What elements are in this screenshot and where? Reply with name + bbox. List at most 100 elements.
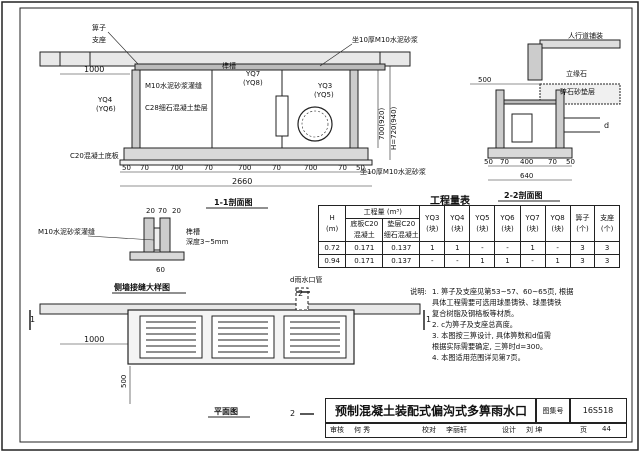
plan-dim-500: 500 xyxy=(120,375,128,388)
qty-col-yq8-text: YQ8 xyxy=(550,213,565,222)
qty-col-yq4-text: YQ4 xyxy=(450,213,465,222)
quantity-table: H(m) 工程量 (m³) YQ3(块) YQ4(块) YQ5(块) YQ6(块… xyxy=(317,205,620,268)
qty-cell: - xyxy=(444,254,471,268)
yq7-label: YQ7 xyxy=(245,70,260,78)
plan-pipe: d雨水口管 xyxy=(290,275,322,284)
detail-tenon: 榫槽 xyxy=(186,227,200,236)
yq4-label: YQ4 xyxy=(97,96,113,104)
notes-head: 说明: xyxy=(410,287,427,296)
qty-col-yq3-text: YQ3 xyxy=(425,213,440,222)
qty-unit: (块) xyxy=(501,224,514,233)
s22-d4: 50 xyxy=(566,158,575,166)
section-1-1: 1000 箅子 支座 坐10厚M10水泥砂浆 YQ7 (YQ8) YQ3 (YQ… xyxy=(39,23,426,209)
s11-total: 2660 xyxy=(232,177,252,186)
detail-depth: 深度3~5mm xyxy=(186,237,229,246)
page-label: 页 xyxy=(580,426,587,434)
review-label: 审核 xyxy=(330,426,344,434)
s22-dim-500: 500 xyxy=(478,76,491,84)
qty-unit: (块) xyxy=(426,224,439,233)
support-label: 支座 xyxy=(92,35,106,44)
qty-head-h-text: H xyxy=(329,213,335,222)
qty-head-h: H(m) xyxy=(317,205,347,242)
design-name: 刘 坤 xyxy=(526,426,543,434)
qty-unit: (块) xyxy=(476,224,489,233)
plan-mark1-right: 1 xyxy=(426,315,431,324)
s22-d: d xyxy=(604,121,609,130)
detail-d60: 60 xyxy=(156,266,165,274)
qty-cell: 3 xyxy=(569,241,596,255)
qty-unit: (块) xyxy=(551,224,564,233)
s11-d8: 50 xyxy=(356,164,365,172)
plan-mark2-bottom: 2 xyxy=(290,409,295,418)
qty-cell: 0.72 xyxy=(317,241,347,255)
s22-total: 640 xyxy=(520,172,533,180)
notes: 说明: 1. 箅子及支座见第53~57、60~65页, 根据 具体工程需要可选用… xyxy=(410,286,628,363)
s11-dim-1000: 1000 xyxy=(84,65,104,74)
s22-d1: 70 xyxy=(500,158,509,166)
qty-cell: 3 xyxy=(594,241,620,255)
qty-col-yq5-text: YQ5 xyxy=(475,213,490,222)
qty-cell: - xyxy=(519,254,546,268)
s11-d2: 700 xyxy=(170,164,183,172)
qty-head-base2: 混凝土 xyxy=(353,231,375,239)
detail-title: 侧墙接缝大样图 xyxy=(114,282,170,292)
s11-d3: 70 xyxy=(204,164,213,172)
qty-cell: 1 xyxy=(419,241,446,255)
grate-1 xyxy=(139,315,203,359)
table-row: 0.94 0.171 0.137 - - 1 1 - 1 3 3 xyxy=(317,254,620,268)
check-name: 李丽轩 xyxy=(446,426,467,434)
qty-col-support-text: 支座 xyxy=(600,213,615,222)
plan-mark1-left: 1 xyxy=(30,315,35,324)
s11-title: 1-1剖面图 xyxy=(214,197,252,207)
qty-cell: 0.137 xyxy=(382,254,421,268)
note-line: 2. c为箅子及支座总高度。 xyxy=(432,320,517,329)
plan-dim-1000: 1000 xyxy=(84,335,104,344)
mortar-top-label: 坐10厚M10水泥砂浆 xyxy=(352,35,418,44)
yq3-label: YQ3 xyxy=(317,82,332,90)
qty-cell: 0.94 xyxy=(317,254,347,268)
drawing-title: 预制混凝土装配式偏沟式多箅雨水口 xyxy=(325,398,537,424)
qty-cell: - xyxy=(469,241,496,255)
curb-label: 立缘石 xyxy=(566,69,587,78)
qty-col-support: 支座(个) xyxy=(594,205,620,242)
qty-cell: 1 xyxy=(519,241,546,255)
qty-unit: (块) xyxy=(451,224,464,233)
s11-d0: 50 xyxy=(122,164,131,172)
grate-3 xyxy=(283,315,347,359)
qty-col-yq8: YQ8 (块) xyxy=(544,205,571,242)
qty-cell: 0.171 xyxy=(345,254,384,268)
note-line: 根据实际需要确定, 三箅时d=300。 xyxy=(432,342,548,351)
detail-d20b: 20 xyxy=(172,207,181,215)
qty-head-pad2: 细石混凝土 xyxy=(383,231,419,239)
qty-col-yq5: YQ5 (块) xyxy=(469,205,496,242)
detail-d70: 70 xyxy=(158,207,167,215)
qty-cell: - xyxy=(419,254,446,268)
detail-mortar: M10水泥砂浆灌缝 xyxy=(38,227,95,236)
qty-col-yq3: YQ3 (块) xyxy=(419,205,446,242)
qty-cell: 1 xyxy=(544,254,571,268)
qty-cell: 3 xyxy=(569,254,596,268)
qty-col-grate: 箅子(个) xyxy=(569,205,596,242)
detail-d20a: 20 xyxy=(146,207,155,215)
qty-col-grate-text: 箅子 xyxy=(575,213,590,222)
s11-h2: H=720(940) xyxy=(390,106,398,150)
s22-d2: 400 xyxy=(520,158,533,166)
qty-col-yq6: YQ6 (块) xyxy=(494,205,521,242)
mortar-bottom-label: 坐10厚M10水泥砂浆 xyxy=(360,167,426,176)
qty-cell: 0.137 xyxy=(382,241,421,255)
qty-cell: - xyxy=(544,241,571,255)
page-number: 44 xyxy=(602,425,611,433)
qty-cell: - xyxy=(494,241,521,255)
signature-row: 审核 何 秀 校对 李丽轩 设计 刘 坤 页 44 xyxy=(325,422,627,438)
note-line: 3. 本图按三箅设计, 具体箅数和d值需 xyxy=(432,331,551,340)
s11-h1: 700(920) xyxy=(378,108,386,140)
s11-d1: 70 xyxy=(140,164,149,172)
qty-cell: 1 xyxy=(494,254,521,268)
yq6-label: (YQ6) xyxy=(96,105,116,113)
qty-col-yq6-text: YQ6 xyxy=(500,213,515,222)
qty-unit: (块) xyxy=(526,224,539,233)
qty-col-yq4: YQ4 (块) xyxy=(444,205,471,242)
